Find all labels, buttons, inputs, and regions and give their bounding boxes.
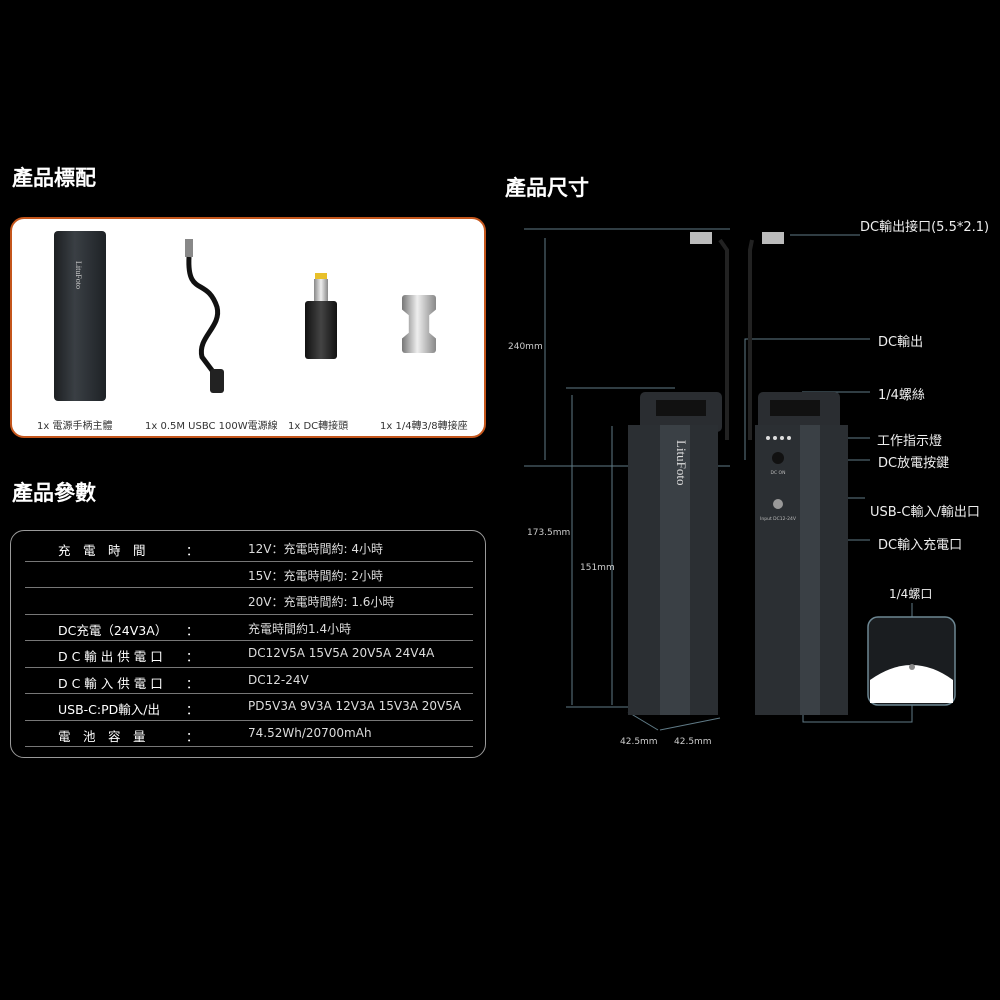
item-label: 1x 0.5M USBC 100W電源線 — [145, 421, 278, 432]
spec-row: DC充電（24V3A） ： 充電時間約1.4小時 — [25, 615, 473, 641]
battery-handle-image: LituFoto — [54, 231, 106, 401]
spec-row: 20V：充電時間約: 1.6小時 — [25, 588, 473, 615]
item-label: 1x DC轉接頭 — [288, 421, 349, 432]
body-height-label: 151mm — [580, 563, 615, 573]
spec-row: 充 電 時 間 ： 12V：充電時間約: 4小時 — [25, 535, 473, 562]
specs-table: 充 電 時 間 ： 12V：充電時間約: 4小時 15V：充電時間約: 2小時 20V：… — [10, 530, 486, 758]
contents-card: LituFoto 1x 電源手柄主體 1x 0.5M USBC 100W電源線 … — [10, 217, 486, 438]
spec-colon: ： — [186, 622, 199, 638]
spec-row: D C 輸 出 供 電 口 ： DC12V5A 15V5A 20V5A 24V4A — [25, 641, 473, 668]
spec-row: D C 輸 入 供 電 口 ： DC12-24V — [25, 668, 473, 694]
right-device: DC ON Input DC12-24V — [748, 232, 848, 715]
callout-line — [744, 338, 870, 460]
screw-hole-inset — [867, 616, 956, 706]
spec-value: 15V：充電時間約: 2小時 — [248, 568, 383, 583]
dc-plug — [690, 232, 712, 244]
spec-colon: ： — [186, 702, 199, 717]
depth-label: 42.5mm — [674, 737, 712, 747]
spec-value: DC12-24V — [248, 672, 309, 687]
brand-logo: LituFoto — [674, 440, 689, 486]
spec-colon: ： — [186, 728, 199, 744]
spec-key: D C 輸 出 供 電 口 — [58, 649, 163, 664]
callout-screw-hole: 1/4螺口 — [889, 587, 933, 601]
dimension-arrow — [659, 717, 721, 731]
total-height-label: 240mm — [508, 342, 543, 352]
spec-row: USB-C:PD輸入/出 ： PD5V3A 9V3A 12V3A 15V3A 20V… — [25, 694, 473, 721]
dc-input-port — [773, 499, 783, 509]
callout-screw: 1/4螺絲 — [878, 388, 925, 403]
contents-title: 產品標配 — [12, 166, 96, 190]
callout-dc-in: DC輸入充電口 — [878, 538, 963, 553]
brand-logo: LituFoto — [74, 261, 83, 290]
dimensions-title: 產品尺寸 — [505, 176, 589, 200]
spec-value: DC12V5A 15V5A 20V5A 24V4A — [248, 646, 435, 660]
spec-value: 74.52Wh/20700mAh — [248, 725, 372, 740]
callout-usbc: USB-C輸入/輸出口 — [870, 505, 980, 520]
callout-dc-out-port: DC輸出接口(5.5*2.1) — [860, 220, 990, 235]
dc-cable — [718, 238, 729, 440]
spec-key: USB-C:PD輸入/出 — [58, 702, 160, 717]
spec-key: 電 池 容 量 — [58, 728, 146, 744]
dc-button-label: DC ON — [771, 470, 786, 476]
spec-key: D C 輸 入 供 電 口 — [58, 675, 163, 691]
specs-title: 產品參數 — [12, 481, 96, 505]
left-device: LituFoto — [628, 232, 729, 715]
callout-indicator: 工作指示燈 — [877, 434, 943, 449]
dc-plug — [762, 232, 784, 244]
callout-dc-out: DC輸出 — [878, 335, 924, 350]
dc-input-label: Input DC12-24V — [760, 516, 797, 522]
cap-height-label: 173.5mm — [527, 528, 571, 538]
usb-c-cable-image — [185, 239, 224, 393]
dc-button — [772, 452, 784, 464]
spec-row: 15V：充電時間約: 2小時 — [25, 562, 473, 588]
spec-colon: ： — [186, 649, 199, 664]
spec-key: 充 電 時 間 — [58, 543, 146, 558]
callout-dc-button: DC放電按鍵 — [878, 456, 950, 471]
spec-colon: ： — [186, 675, 199, 691]
indicator-leds — [766, 436, 791, 440]
spec-value: PD5V3A 9V3A 12V3A 15V3A 20V5A — [248, 699, 462, 713]
width-label: 42.5mm — [620, 737, 658, 747]
dc-adapter-image — [305, 273, 337, 359]
spec-colon: ： — [186, 543, 199, 558]
spec-value: 20V：充電時間約: 1.6小時 — [248, 595, 395, 609]
spec-row: 電 池 容 量 ： 74.52Wh/20700mAh — [25, 721, 473, 747]
dc-cable — [748, 239, 754, 440]
spec-value: 12V：充電時間約: 4小時 — [248, 542, 383, 556]
spec-value: 充電時間約1.4小時 — [248, 621, 352, 636]
item-label: 1x 電源手柄主體 — [37, 421, 113, 432]
item-label: 1x 1/4轉3/8轉接座 — [380, 421, 468, 432]
spec-key: DC充電（24V3A） — [58, 622, 168, 638]
